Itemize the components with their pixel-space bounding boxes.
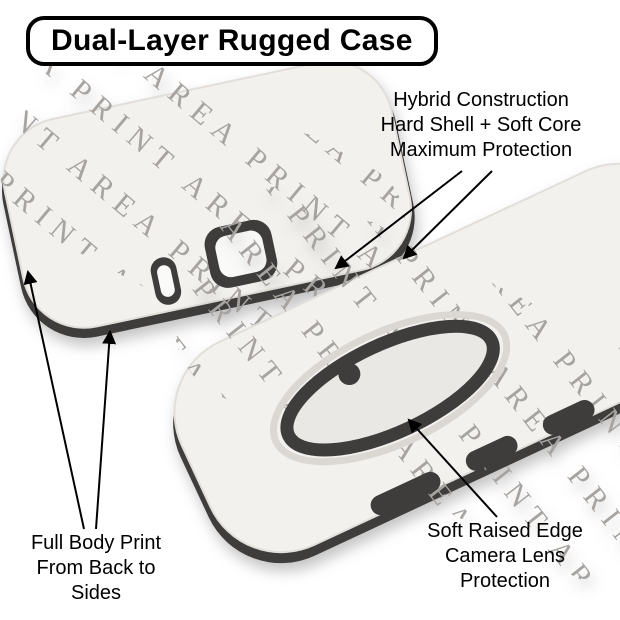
annotation-line: Soft Raised Edge xyxy=(427,520,583,542)
side-button xyxy=(465,435,518,471)
annotation-line: Sides xyxy=(70,582,122,605)
camera-cutouts xyxy=(150,219,278,305)
camera-callout-line xyxy=(407,418,498,518)
annotation-line: Maximum Protection xyxy=(389,139,573,162)
annotation-line: Camera Lens xyxy=(444,545,566,568)
camera-lens-dot xyxy=(338,363,361,386)
side-button xyxy=(542,399,595,435)
annotation-full-body-print: Full Body Print From Back to Sides xyxy=(6,531,186,607)
fullbody-callout-line-1 xyxy=(23,269,85,530)
raised-edge-ring xyxy=(270,311,511,466)
annotation-line: Full Body Print xyxy=(30,532,162,554)
fullbody-callout-line-2 xyxy=(95,329,117,530)
annotation-line: Hybrid Construction xyxy=(393,89,569,111)
annotation-line: From Back to xyxy=(36,557,156,580)
annotation-line: Protection xyxy=(459,570,551,593)
hybrid-callout-line-2 xyxy=(402,170,493,260)
side-button xyxy=(370,471,441,516)
page-title: Dual-Layer Rugged Case xyxy=(51,24,413,57)
camera-cutout-hole xyxy=(215,230,267,278)
hybrid-callout-line-1 xyxy=(334,170,463,270)
flash-cutout-hole xyxy=(157,265,175,297)
case-hard-shell xyxy=(2,60,413,329)
callout-lines xyxy=(23,170,498,530)
annotation-hybrid-construction: Hybrid Construction Hard Shell + Soft Co… xyxy=(352,88,610,164)
annotation-camera-protection: Soft Raised Edge Camera Lens Protection xyxy=(396,519,614,595)
title-badge: Dual-Layer Rugged Case xyxy=(26,16,438,66)
annotation-line: Hard Shell + Soft Core xyxy=(380,114,582,137)
